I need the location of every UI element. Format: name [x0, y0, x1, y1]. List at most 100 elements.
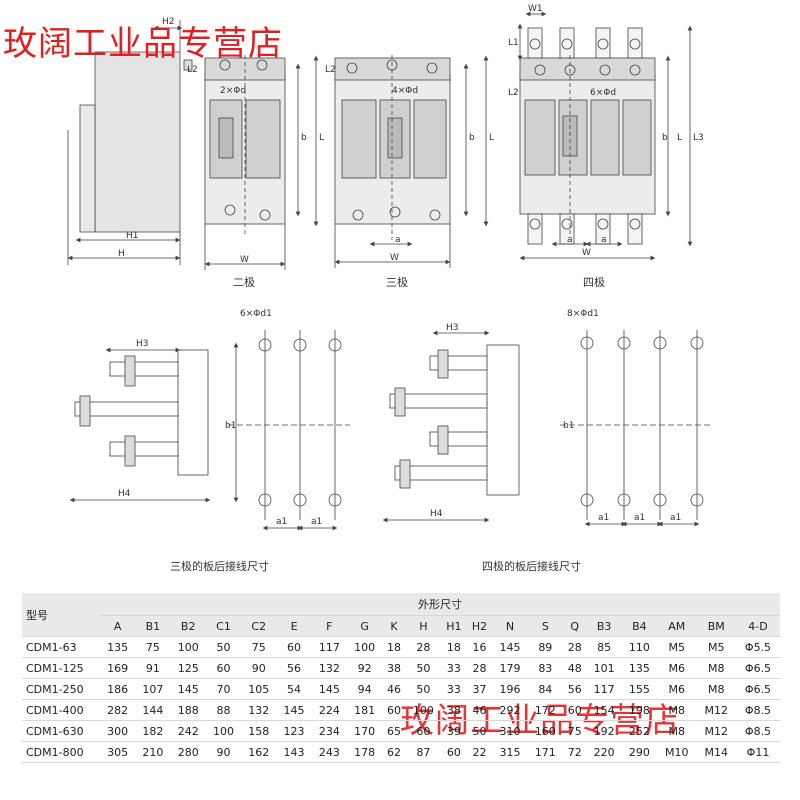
table-cell: 37 [466, 678, 493, 700]
watermark-top: 玫阔工业品专营店 [3, 24, 283, 64]
table-cell: M10 [657, 741, 697, 763]
table-cell: 72 [562, 741, 587, 763]
table-cell: 38 [382, 657, 406, 679]
table-cell: 90 [205, 741, 242, 763]
table-cell: 87 [405, 741, 442, 763]
dim-h: H [118, 249, 125, 259]
table-cell: M8 [696, 678, 736, 700]
dim-a1-rear4-3: a1 [670, 513, 681, 523]
table-cell: 196 [492, 678, 528, 700]
caption-rear-three: 三极的板后接线尺寸 [170, 560, 269, 573]
column-header: N [492, 615, 528, 637]
table-cell: 50 [466, 720, 493, 742]
table-cell: 110 [621, 636, 658, 658]
table-cell: 171 [527, 741, 563, 763]
dim-a1-rear4-1: a1 [598, 513, 609, 523]
table-cell: 145 [276, 699, 312, 721]
column-header: 4-D [735, 615, 780, 637]
dim-l-two: L [319, 133, 324, 143]
dim-a-four-2: a [601, 235, 607, 245]
column-header: E [276, 615, 312, 637]
table-cell: 181 [346, 699, 383, 721]
dim-a-three: a [395, 235, 401, 245]
column-header: AM [657, 615, 697, 637]
table-cell: Φ5.5 [735, 636, 780, 658]
table-cell: 210 [135, 741, 171, 763]
column-header: F [311, 615, 347, 637]
table-cell: 282 [100, 699, 136, 721]
table-cell: M6 [657, 657, 697, 679]
table-cell: Φ6.5 [735, 657, 780, 679]
table-cell: 182 [135, 720, 171, 742]
table-cell: 60 [205, 657, 242, 679]
table-cell: M8 [657, 720, 697, 742]
dim-h2: H2 [162, 17, 175, 27]
table-cell: Φ6.5 [735, 678, 780, 700]
dim-w-four: W [582, 248, 591, 258]
three-pole-view [334, 55, 489, 268]
table-cell: M8 [696, 657, 736, 679]
table-cell: 94 [346, 678, 383, 700]
column-header: B2 [170, 615, 206, 637]
dim-b1-rear4: b1 [563, 421, 574, 431]
model-cell: CDM1-800 [22, 741, 100, 763]
table-cell: Φ11 [735, 741, 780, 763]
table-cell: 60 [405, 720, 442, 742]
dim-b-two: b [301, 133, 307, 143]
table-cell: 100 [205, 720, 242, 742]
dim-b-three: b [469, 133, 475, 143]
dim-l-four: L [677, 133, 682, 143]
table-cell: 75 [241, 636, 277, 658]
dim-holes-three: 4×Φd [392, 86, 418, 96]
column-header: BM [696, 615, 736, 637]
table-cell: M14 [696, 741, 736, 763]
dim-a1-rear4-2: a1 [634, 513, 645, 523]
table-cell: 22 [466, 741, 493, 763]
column-header: S [527, 615, 563, 637]
table-cell: 50 [405, 657, 442, 679]
table-cell: 178 [346, 741, 383, 763]
table-cell: 38 [441, 699, 467, 721]
dim-l2-two: L2 [187, 65, 198, 75]
table-cell: M8 [657, 699, 697, 721]
table-cell: M6 [657, 678, 697, 700]
dim-h4-rear4: H4 [430, 509, 443, 519]
table-cell: 160 [527, 720, 563, 742]
table-cell: 300 [100, 720, 136, 742]
table-cell: 125 [170, 657, 206, 679]
side-view [67, 20, 193, 265]
table-cell: 39 [441, 720, 467, 742]
column-header: H1 [441, 615, 467, 637]
table-cell: 65 [382, 720, 406, 742]
dim-l3-four: L3 [693, 133, 704, 143]
column-header: A [100, 615, 136, 637]
model-cell: CDM1-63 [22, 636, 100, 658]
table-cell: 155 [621, 678, 658, 700]
table-cell: 144 [135, 699, 171, 721]
table-cell: 145 [311, 678, 347, 700]
table-cell: 60 [276, 636, 312, 658]
table-cell: M5 [657, 636, 697, 658]
table-cell: 290 [621, 741, 658, 763]
dim-a-four-1: a [567, 235, 573, 245]
table-cell: M12 [696, 699, 736, 721]
column-header: C2 [241, 615, 277, 637]
table-cell: 154 [586, 699, 622, 721]
column-header: B4 [621, 615, 658, 637]
table-cell: 158 [241, 720, 277, 742]
dim-l2-three: L2 [325, 65, 336, 75]
table-cell: 16 [466, 636, 493, 658]
rear-three-side [69, 347, 211, 503]
table-cell: 252 [621, 720, 658, 742]
table-cell: 198 [621, 699, 658, 721]
table-cell: 145 [492, 636, 528, 658]
table-cell: 170 [346, 720, 383, 742]
dim-l1-four: L1 [508, 38, 519, 48]
table-cell: 145 [170, 678, 206, 700]
model-cell: CDM1-400 [22, 699, 100, 721]
two-pole-view [204, 55, 319, 270]
